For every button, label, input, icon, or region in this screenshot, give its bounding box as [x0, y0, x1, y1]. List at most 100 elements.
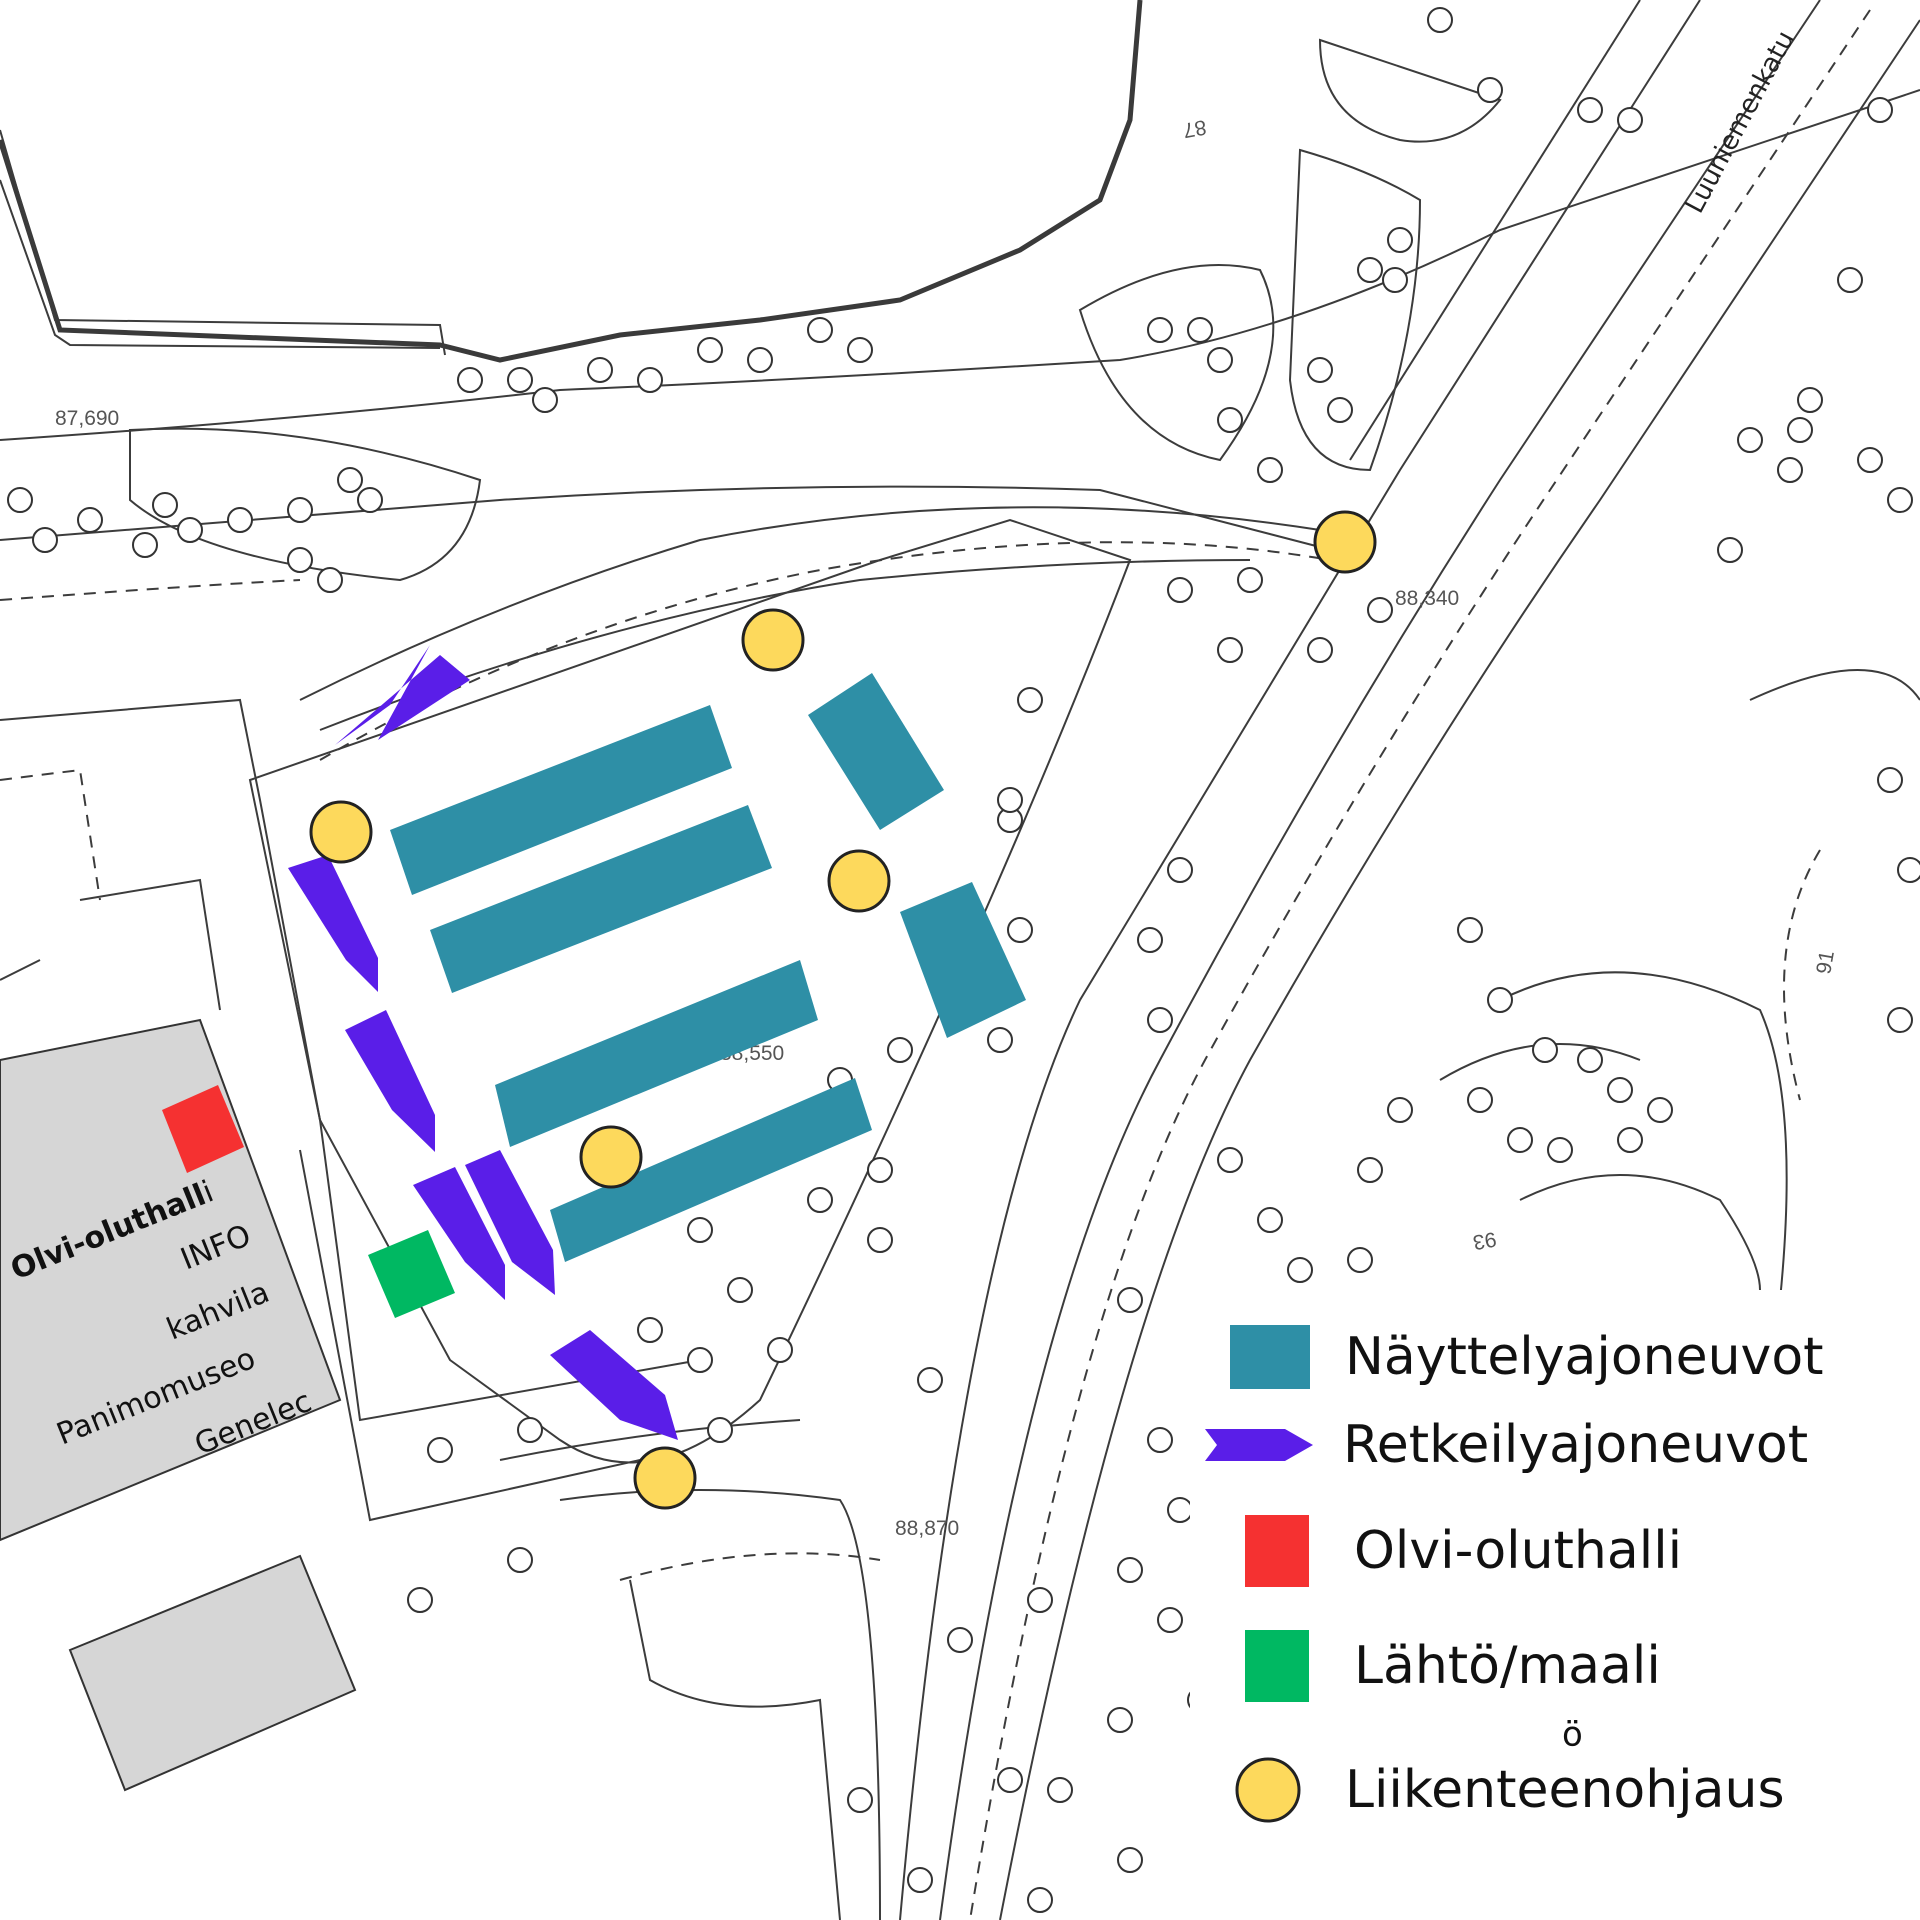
tree-symbol — [1047, 1777, 1073, 1803]
spot-height-2: 88,340 — [1395, 587, 1459, 610]
traffic-point — [309, 800, 373, 864]
tree-symbol — [887, 1037, 913, 1063]
camper-arrow-2b — [288, 855, 378, 992]
tree-symbol — [587, 357, 613, 383]
tree-symbol — [867, 1157, 893, 1183]
tree-symbol — [1507, 1127, 1533, 1153]
traffic-point — [827, 849, 891, 913]
tree-symbol — [637, 367, 663, 393]
tree-symbol — [132, 532, 158, 558]
traffic-point — [633, 1446, 697, 1510]
legend-label: Lähtö/maali — [1354, 1636, 1661, 1696]
tree-symbol — [1307, 637, 1333, 663]
spot-height-4: 88,870 — [895, 1517, 959, 1540]
tree-symbol — [1737, 427, 1763, 453]
tree-symbol — [1387, 1097, 1413, 1123]
exhibit-area-4 — [550, 1078, 872, 1262]
tree-symbol — [1857, 447, 1883, 473]
legend-label: Liikenteenohjaus — [1345, 1760, 1785, 1820]
tree-symbol — [1607, 1077, 1633, 1103]
tree-symbol — [997, 1767, 1023, 1793]
tree-symbol — [1357, 1157, 1383, 1183]
exhibit-area-2 — [430, 805, 772, 993]
exhibition-vehicles — [390, 673, 1026, 1262]
tree-symbol — [687, 1217, 713, 1243]
exhibit-area-3 — [495, 960, 818, 1147]
tree-symbol — [1167, 857, 1193, 883]
legend-label: Retkeilyajoneuvot — [1343, 1415, 1809, 1475]
tree-symbol — [1117, 1287, 1143, 1313]
tree-symbol — [1367, 597, 1393, 623]
tree-symbol — [407, 1587, 433, 1613]
tree-symbol — [1187, 317, 1213, 343]
tree-symbol — [1867, 97, 1893, 123]
tree-symbol — [847, 337, 873, 363]
tree-symbol — [287, 547, 313, 573]
tree-symbol — [847, 1787, 873, 1813]
parking-outline — [248, 518, 1132, 1464]
red-square-icon — [1245, 1515, 1309, 1587]
tree-symbol — [227, 507, 253, 533]
contour-number-3: 93 — [1471, 1227, 1498, 1254]
tree-symbol — [532, 387, 558, 413]
tree-symbol — [1357, 257, 1383, 283]
tree-symbol — [727, 1277, 753, 1303]
tree-symbol — [767, 1337, 793, 1363]
tree-symbol — [1617, 1127, 1643, 1153]
tree-symbol — [507, 367, 533, 393]
contour-number-1: 87 — [1181, 115, 1208, 142]
tree-symbol — [637, 1317, 663, 1343]
tree-symbol — [1257, 457, 1283, 483]
tree-symbol — [77, 507, 103, 533]
legend-item-hall: Olvi-oluthalli — [1190, 1515, 1682, 1587]
traffic-point — [579, 1125, 643, 1189]
stray-character: ö — [1562, 1715, 1583, 1755]
teal-rect-icon — [1230, 1325, 1310, 1389]
tree-symbol — [7, 487, 33, 513]
tree-symbol — [1777, 457, 1803, 483]
legend-item-exhibit: Näyttelyajoneuvot — [1190, 1325, 1824, 1389]
tree-symbol — [1107, 1707, 1133, 1733]
tree-symbol — [1577, 97, 1603, 123]
tree-symbol — [1147, 1427, 1173, 1453]
map-legend: Näyttelyajoneuvot Retkeilyajoneuvot Olvi… — [1190, 1290, 1920, 1920]
tree-symbol — [1897, 857, 1920, 883]
tree-symbol — [747, 347, 773, 373]
tree-symbol — [807, 1187, 833, 1213]
camper-route-arrows — [288, 645, 678, 1440]
camper-arrow-5 — [465, 1150, 555, 1295]
tree-symbol — [1717, 537, 1743, 563]
tree-symbol — [517, 1417, 543, 1443]
start-finish-marker — [368, 1230, 455, 1318]
tree-symbol — [1137, 927, 1163, 953]
tree-symbol — [1467, 1087, 1493, 1113]
tree-symbol — [907, 1867, 933, 1893]
tree-symbol — [1217, 407, 1243, 433]
legend-item-traffic: Liikenteenohjaus — [1190, 1755, 1785, 1825]
camper-arrow-3 — [345, 1010, 435, 1152]
tree-symbol — [1017, 687, 1043, 713]
tree-symbol — [1797, 387, 1823, 413]
tree-symbol — [357, 487, 383, 513]
tree-symbol — [1387, 227, 1413, 253]
tree-symbol — [1787, 417, 1813, 443]
grey-building — [68, 1554, 357, 1792]
tree-symbol — [1287, 1257, 1313, 1283]
tree-symbol — [337, 467, 363, 493]
tree-symbol — [1147, 317, 1173, 343]
purple-arrow-icon — [1205, 1429, 1313, 1461]
tree-symbol — [1237, 567, 1263, 593]
tree-symbol — [987, 1027, 1013, 1053]
exhibit-area-1 — [390, 705, 732, 895]
tree-symbol — [1382, 267, 1408, 293]
tree-symbol — [32, 527, 58, 553]
tree-symbol — [1487, 987, 1513, 1013]
tree-symbol — [317, 567, 343, 593]
trees — [7, 7, 1920, 1913]
spot-height-1: 87,690 — [55, 407, 119, 430]
green-square-icon — [1245, 1630, 1309, 1702]
traffic-point — [1313, 510, 1377, 574]
tree-symbol — [947, 1627, 973, 1653]
tree-symbol — [697, 337, 723, 363]
olvi-hall-building — [0, 1018, 342, 1542]
